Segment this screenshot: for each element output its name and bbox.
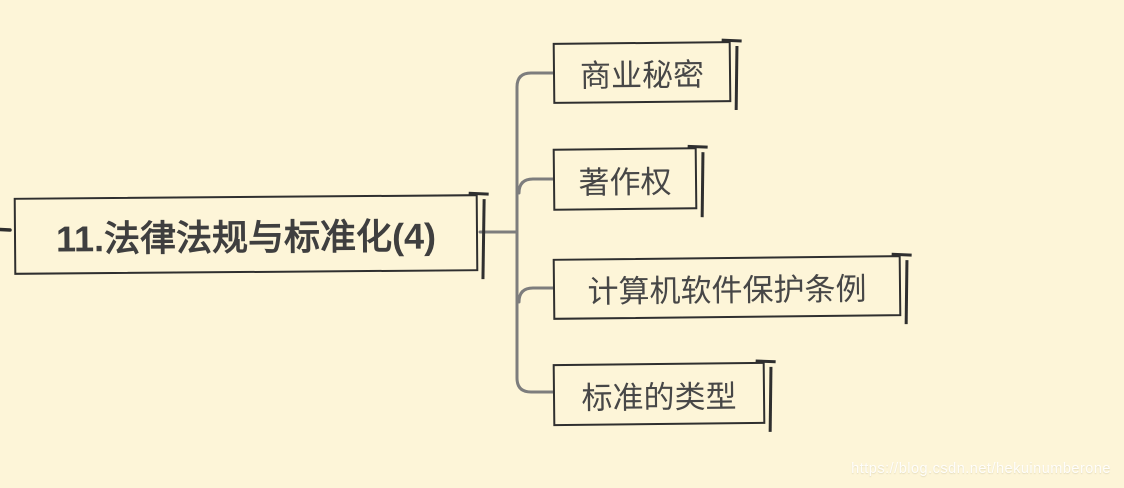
watermark-text: https://blog.csdn.net/hekuinumberone (851, 461, 1111, 477)
branch-connector-3 (517, 286, 555, 304)
mindmap-root-node[interactable]: 11.法律法规与标准化(4) (13, 194, 479, 275)
mindmap-node-standard-types[interactable]: 标准的类型 (552, 361, 766, 427)
branch-connector-2 (517, 177, 555, 195)
mindmap-node-software-protection-regulation[interactable]: 计算机软件保护条例 (552, 255, 902, 320)
mindmap-node-copyright[interactable]: 著作权 (552, 147, 698, 211)
trunk-connector (515, 71, 555, 394)
left-edge-stub (0, 227, 12, 232)
mindmap-node-trade-secret[interactable]: 商业秘密 (552, 41, 732, 104)
